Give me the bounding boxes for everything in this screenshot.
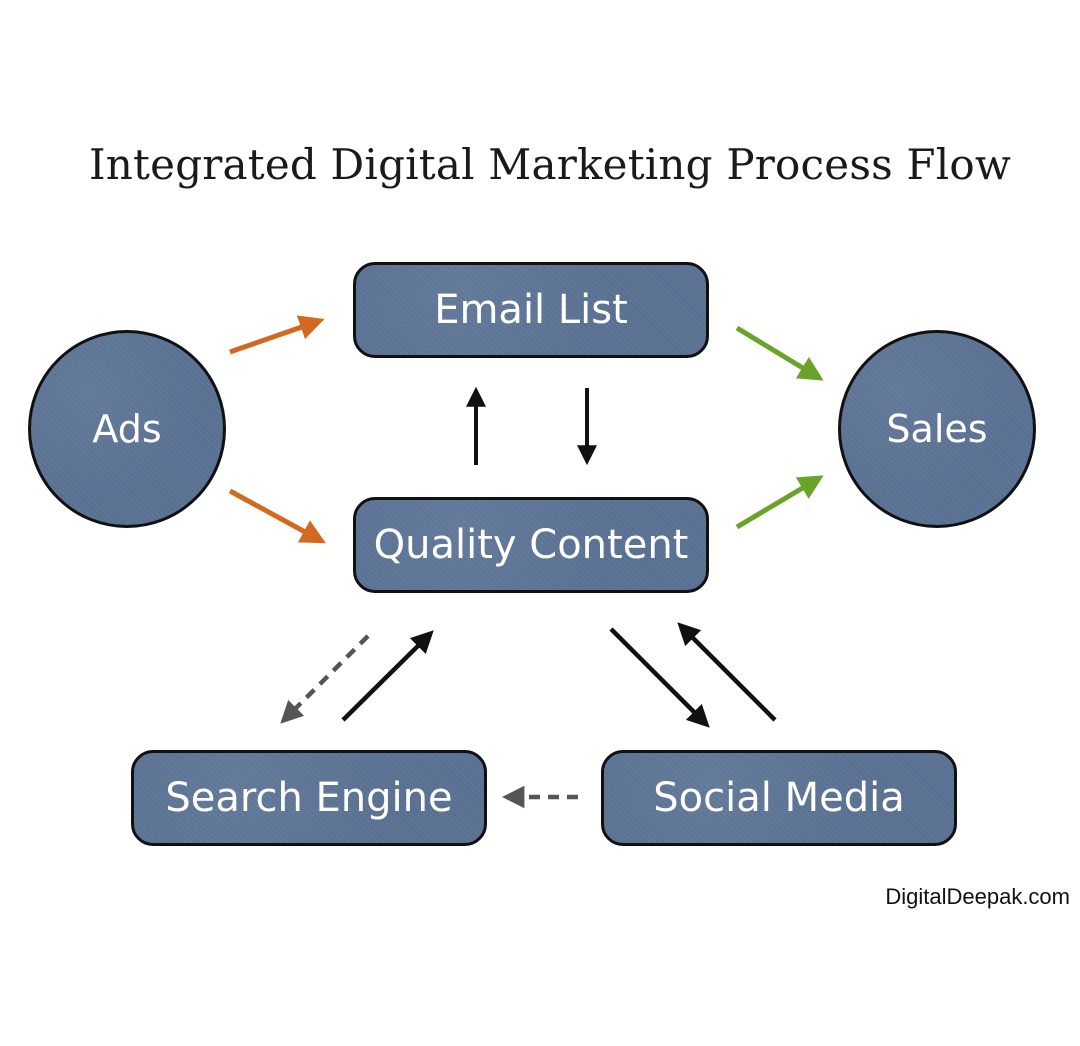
arrow-ads-to-quality bbox=[228, 488, 326, 544]
arrow-email-to-sales bbox=[735, 325, 824, 381]
arrow-social-to-quality bbox=[677, 622, 777, 722]
arrow-search-to-quality bbox=[341, 630, 434, 722]
arrow-quality-to-search bbox=[280, 634, 370, 724]
node-social-media: Social Media bbox=[601, 750, 957, 846]
arrow-quality-to-sales bbox=[735, 475, 824, 530]
arrow-quality-to-social bbox=[609, 627, 710, 728]
diagram-title: Integrated Digital Marketing Process Flo… bbox=[89, 140, 1011, 189]
node-search-engine: Search Engine bbox=[131, 750, 487, 846]
node-ads: Ads bbox=[28, 330, 226, 528]
node-sales: Sales bbox=[838, 330, 1036, 528]
arrow-ads-to-email bbox=[229, 315, 325, 355]
node-email-list: Email List bbox=[353, 262, 709, 358]
node-quality-content: Quality Content bbox=[353, 497, 709, 593]
credit-watermark: DigitalDeepak.com bbox=[885, 884, 1070, 909]
